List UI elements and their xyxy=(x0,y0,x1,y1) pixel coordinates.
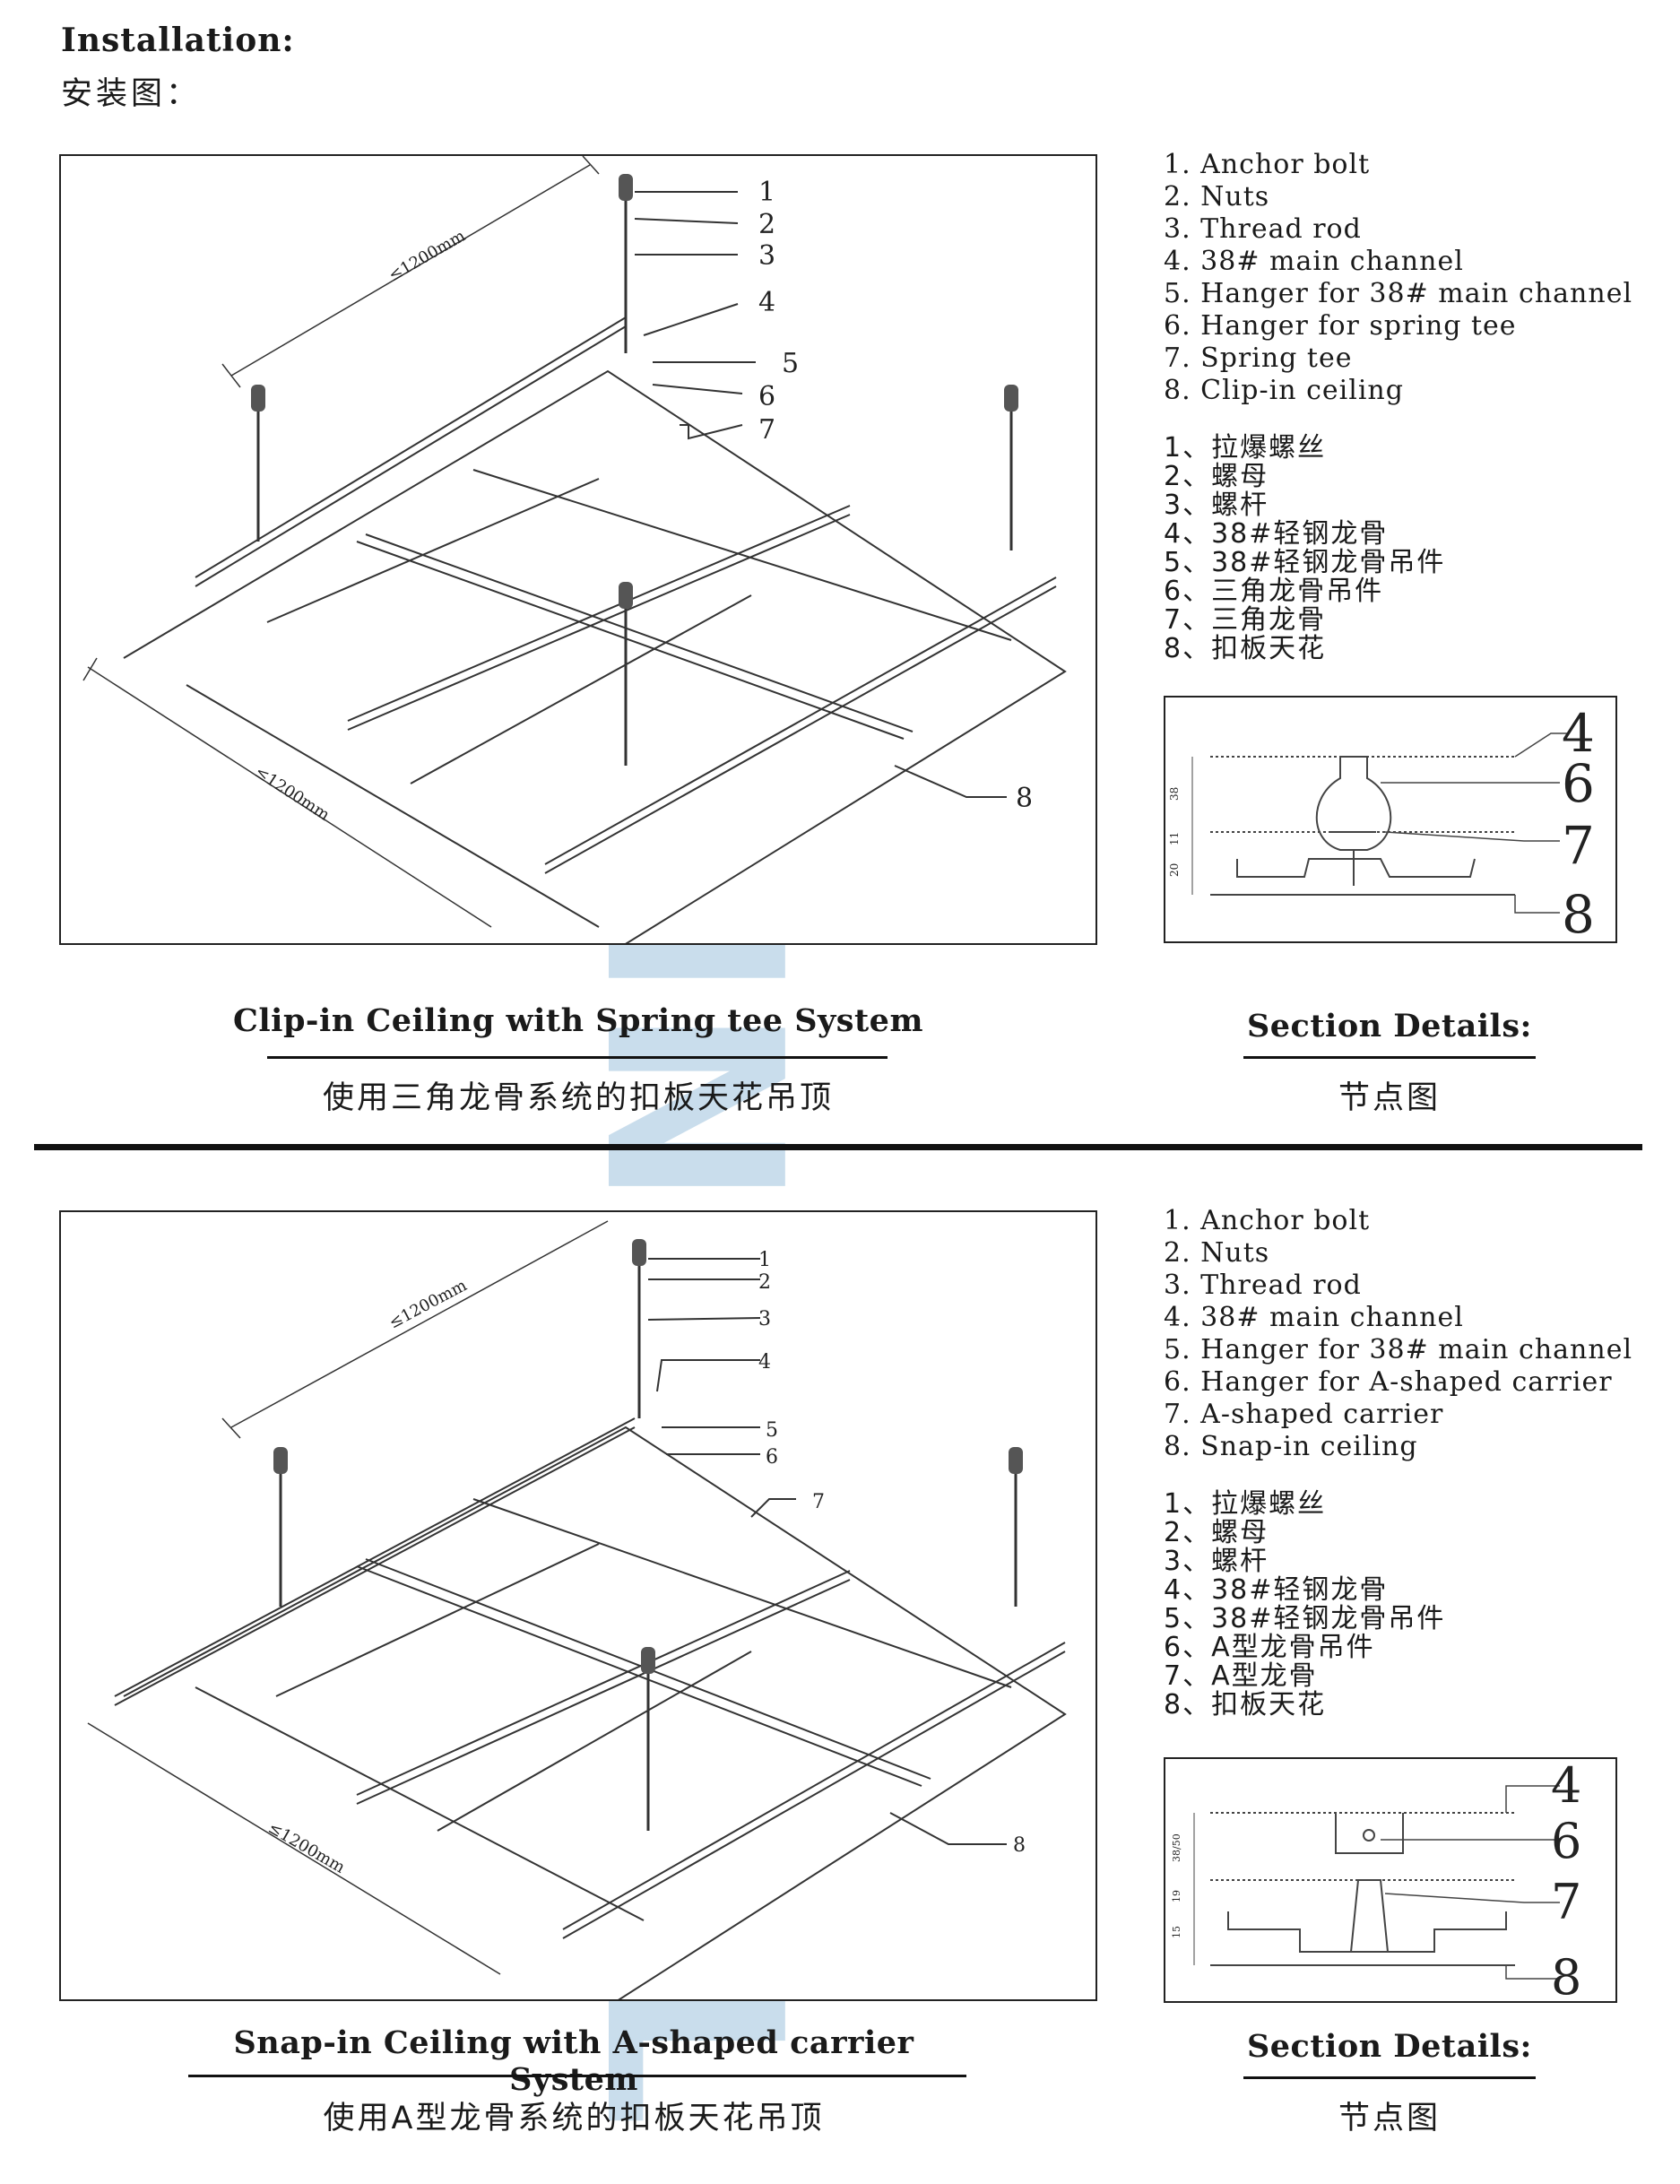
legend-item: 5、38#轻钢龙骨吊件 xyxy=(1164,547,1446,578)
legend-item: 7. Spring tee xyxy=(1164,342,1353,374)
legend-item: 2. Nuts xyxy=(1164,1237,1270,1269)
section-detail-frame-1: 38 11 20 4 6 7 8 xyxy=(1164,696,1617,943)
legend-item: 7. A-shaped carrier xyxy=(1164,1399,1444,1430)
diagram-frame-1: 1 2 3 4 5 6 7 8 ≤1200mm ≤1200mm xyxy=(59,154,1097,945)
detail-label-8: 8 xyxy=(1551,1949,1581,2001)
caption-zh-2: 使用A型龙骨系统的扣板天花吊顶 xyxy=(323,2101,825,2136)
callout-1: 1 xyxy=(758,177,775,208)
spring-tee-section-detail: 38 11 20 4 6 7 8 xyxy=(1168,703,1595,941)
dimension-label: ≤1200mm xyxy=(385,227,469,286)
detail-label-4: 4 xyxy=(1562,703,1595,764)
caption-zh-1: 使用三角龙骨系统的扣板天花吊顶 xyxy=(322,1080,834,1116)
legend-item: 4. 38# main channel xyxy=(1164,246,1464,277)
callout-5: 5 xyxy=(766,1419,778,1442)
detail-label-6: 6 xyxy=(1562,753,1595,814)
detail-label-7: 7 xyxy=(1551,1874,1581,1930)
callout-7: 7 xyxy=(758,414,775,446)
legend-item: 6. Hanger for spring tee xyxy=(1164,310,1517,342)
callout-2: 2 xyxy=(758,209,775,240)
caption-underline xyxy=(267,1056,888,1059)
dimension-label: 20 xyxy=(1168,863,1181,877)
legend-item: 8. Snap-in ceiling xyxy=(1164,1431,1418,1462)
diagram-frame-2: 1 2 3 4 5 6 7 8 ≤1200mm ≤1200mm xyxy=(59,1210,1097,2001)
legend-item: 5. Hanger for 38# main channel xyxy=(1164,1334,1633,1365)
section-details-zh-2: 节点图 xyxy=(1338,2101,1441,2136)
main-channel xyxy=(195,316,627,578)
legend-item: 3. Thread rod xyxy=(1164,1270,1362,1301)
detail-label-4: 4 xyxy=(1551,1759,1581,1814)
legend-en-1: 1. Anchor bolt 2. Nuts 3. Thread rod 4. … xyxy=(1164,149,1632,407)
legend-item: 8、扣板天花 xyxy=(1164,633,1327,664)
legend-item: 5. Hanger for 38# main channel xyxy=(1164,278,1633,309)
callout-5: 5 xyxy=(782,348,799,379)
callout-3: 3 xyxy=(758,240,775,272)
callout-8: 8 xyxy=(1016,783,1033,814)
legend-item: 1、拉爆螺丝 xyxy=(1164,432,1327,464)
dimension-label: 11 xyxy=(1168,832,1181,845)
legend-en-2: 1. Anchor bolt 2. Nuts 3. Thread rod 4. … xyxy=(1164,1205,1632,1463)
dimension-label: ≤1200mm xyxy=(251,763,333,825)
callout-4: 4 xyxy=(758,287,775,318)
legend-item: 6. Hanger for A-shaped carrier xyxy=(1164,1366,1613,1398)
main-channel xyxy=(114,1417,636,1697)
section-details-zh-1: 节点图 xyxy=(1338,1080,1441,1116)
legend-item: 1. Anchor bolt xyxy=(1164,149,1371,180)
legend-item: 3、螺杆 xyxy=(1164,490,1269,521)
callout-3: 3 xyxy=(758,1308,771,1330)
page-title-en: Installation: xyxy=(61,22,295,59)
legend-zh-1: 1、拉爆螺丝 2、螺母 3、螺杆 4、38#轻钢龙骨 5、38#轻钢龙骨吊件 6… xyxy=(1164,434,1445,663)
callout-2: 2 xyxy=(758,1271,771,1294)
dimension-label: 38 xyxy=(1168,787,1181,801)
legend-item: 8. Clip-in ceiling xyxy=(1164,375,1404,406)
legend-item: 2、螺母 xyxy=(1164,1517,1269,1548)
legend-item: 7、A型龙骨 xyxy=(1164,1660,1318,1692)
callout-6: 6 xyxy=(758,381,775,412)
legend-item: 4、38#轻钢龙骨 xyxy=(1164,1574,1389,1606)
clip-in-ceiling-isometric-diagram: 1 2 3 4 5 6 7 8 ≤1200mm ≤1200mm xyxy=(82,156,1067,943)
legend-item: 4、38#轻钢龙骨 xyxy=(1164,518,1389,550)
caption-en-2: Snap-in Ceiling with A-shaped carrier Sy… xyxy=(233,2024,914,2098)
dimension-label: 38/50 xyxy=(1171,1833,1182,1862)
legend-item: 1、拉爆螺丝 xyxy=(1164,1488,1327,1520)
detail-title-underline xyxy=(1243,2076,1536,2079)
detail-label-7: 7 xyxy=(1562,815,1595,876)
a-shaped-carrier-section-detail: 38/50 19 15 4 6 7 8 xyxy=(1171,1759,1581,2001)
detail-label-6: 6 xyxy=(1551,1813,1581,1869)
dimension-label: ≤1200mm xyxy=(265,1818,349,1877)
page-title-zh: 安装图： xyxy=(61,76,202,112)
caption-underline xyxy=(188,2075,966,2077)
dimension-label: 15 xyxy=(1171,1926,1182,1938)
ceiling-frame xyxy=(123,369,1067,943)
caption-en-1: Clip-in Ceiling with Spring tee System xyxy=(233,1002,923,1039)
legend-item: 6、A型龙骨吊件 xyxy=(1164,1632,1375,1663)
detail-label-8: 8 xyxy=(1562,884,1595,941)
detail-title-underline xyxy=(1243,1056,1536,1059)
section-divider xyxy=(34,1144,1642,1150)
snap-in-ceiling-isometric-diagram: 1 2 3 4 5 6 7 8 ≤1200mm ≤1200mm xyxy=(87,1220,1067,1999)
callout-1: 1 xyxy=(758,1249,771,1271)
legend-item: 7、三角龙骨 xyxy=(1164,604,1327,636)
ceiling-frame xyxy=(123,1426,1067,1999)
legend-item: 1. Anchor bolt xyxy=(1164,1205,1371,1236)
callout-7: 7 xyxy=(812,1491,825,1513)
dimension-label: 19 xyxy=(1171,1890,1182,1902)
legend-item: 5、38#轻钢龙骨吊件 xyxy=(1164,1603,1446,1634)
callout-6: 6 xyxy=(766,1446,778,1469)
section-detail-frame-2: 38/50 19 15 4 6 7 8 xyxy=(1164,1757,1617,2003)
dimension-label: ≤1200mm xyxy=(385,1276,470,1332)
legend-item: 3、螺杆 xyxy=(1164,1546,1269,1577)
legend-item: 2. Nuts xyxy=(1164,181,1270,212)
section-details-title-1: Section Details: xyxy=(1247,1008,1532,1044)
section-details-title-2: Section Details: xyxy=(1247,2028,1532,2065)
legend-zh-2: 1、拉爆螺丝 2、螺母 3、螺杆 4、38#轻钢龙骨 5、38#轻钢龙骨吊件 6… xyxy=(1164,1490,1445,1720)
legend-item: 6、三角龙骨吊件 xyxy=(1164,576,1384,607)
legend-item: 3. Thread rod xyxy=(1164,213,1362,245)
legend-item: 4. 38# main channel xyxy=(1164,1302,1464,1333)
callout-8: 8 xyxy=(1013,1834,1026,1857)
callout-4: 4 xyxy=(758,1351,771,1374)
legend-item: 8、扣板天花 xyxy=(1164,1689,1327,1720)
legend-item: 2、螺母 xyxy=(1164,461,1269,492)
